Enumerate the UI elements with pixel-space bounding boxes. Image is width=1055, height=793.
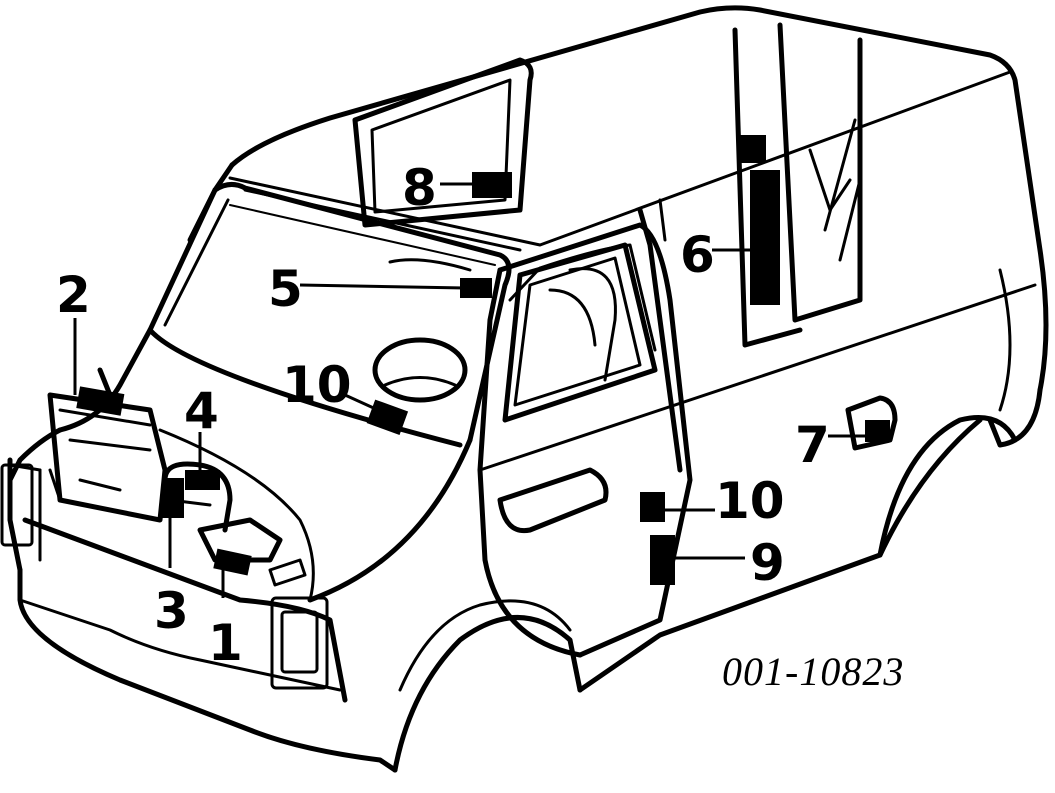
figure-code: 001-10823: [722, 649, 904, 694]
callout-10-dash: 10: [282, 356, 352, 414]
headlight-left: [0, 463, 34, 547]
label-patch-3: [162, 478, 184, 518]
label-patch-6: [750, 170, 780, 305]
steering-wheel: [372, 337, 468, 403]
door-handle: [497, 467, 609, 534]
headlight-right: [270, 596, 329, 690]
leader-5: [299, 283, 466, 290]
callout-3: 3: [154, 582, 189, 640]
fuel-door: [845, 395, 898, 451]
callout-5: 5: [268, 260, 303, 318]
front-door-window: [502, 242, 658, 423]
label-patch-6b: [738, 135, 766, 163]
label-patch-9: [650, 535, 675, 585]
callout-4: 4: [184, 382, 219, 440]
engine-block: [47, 392, 168, 523]
label-patch-4: [185, 470, 220, 490]
callout-8: 8: [402, 159, 437, 217]
callout-10-door: 10: [715, 472, 785, 530]
label-patch-5: [460, 278, 492, 298]
callout-7: 7: [795, 416, 830, 474]
label-patch-1: [213, 548, 252, 576]
leader-10-dash: [344, 393, 379, 412]
callout-numbers: 2 4 3 1 5 6 7 8 10 10 9: [56, 159, 830, 672]
label-patch-2: [76, 386, 125, 416]
rear-window: [352, 57, 534, 228]
van-body: [0, 5, 1049, 773]
leader-lines: [73, 182, 868, 598]
callout-9: 9: [750, 534, 785, 592]
callout-6: 6: [680, 226, 715, 284]
label-patch-10-door: [640, 492, 665, 522]
label-patch-7: [865, 420, 890, 442]
callout-2: 2: [56, 266, 91, 324]
callout-1: 1: [208, 614, 243, 672]
